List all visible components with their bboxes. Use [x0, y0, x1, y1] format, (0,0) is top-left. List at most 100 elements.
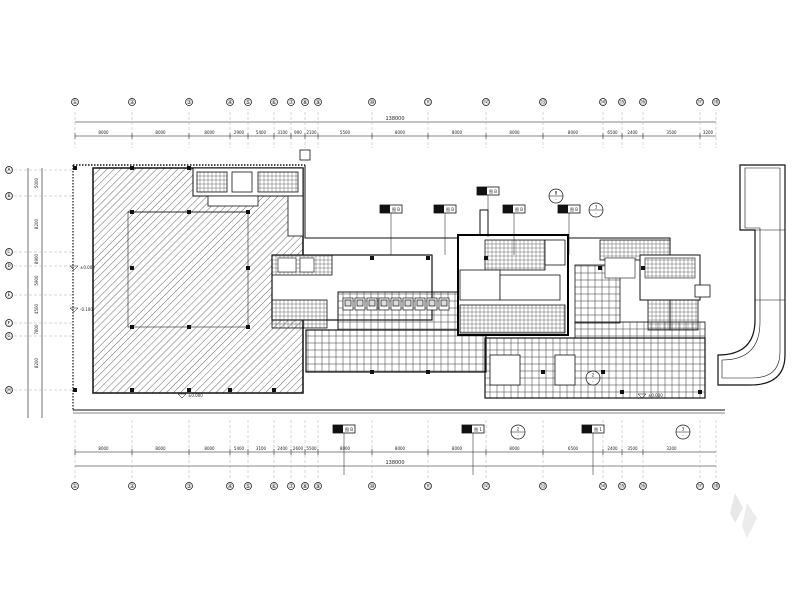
dim-value: 2900 — [234, 130, 245, 135]
dim-value: 8000 — [155, 130, 166, 135]
column — [73, 166, 77, 170]
counter-seat — [416, 299, 424, 307]
tag-text: 图 B — [489, 188, 497, 194]
level-text: ±0.000 — [188, 393, 203, 398]
main-hall — [305, 264, 706, 399]
axis-bubble-left — [5, 192, 13, 200]
core-block — [457, 234, 569, 336]
axis-bubble-bottom — [128, 482, 136, 490]
axis-bubble-top — [287, 98, 295, 106]
west-wing — [92, 167, 304, 394]
axis-bubble-left — [5, 319, 13, 327]
column — [598, 266, 602, 270]
dim-value: 2400 — [607, 446, 618, 451]
column — [130, 325, 134, 329]
tag-box-fill — [333, 425, 343, 433]
column — [246, 266, 250, 270]
axis-bubble-left — [5, 386, 13, 394]
axis-label-left: Ⓐ — [6, 166, 12, 174]
level-text: ±0.000 — [80, 265, 95, 270]
axis-bubble-bottom — [639, 482, 647, 490]
dim-value-left: 8200 — [34, 218, 39, 229]
dim-value: 5500 — [340, 130, 351, 135]
axis-label-bottom: ⑬ — [540, 482, 546, 490]
column — [187, 325, 191, 329]
tag-box-fill — [558, 205, 568, 213]
level-text: ±0.000 — [648, 393, 663, 398]
axis-bubble-left — [5, 262, 13, 270]
axis-label-top: ⑨ — [315, 99, 320, 106]
counter-seat — [392, 299, 400, 307]
tag-text: 图 B — [392, 206, 400, 212]
axis-bubble-left — [5, 248, 13, 256]
tag-box-fill — [477, 187, 487, 195]
axis-label-top: ⑦ — [288, 99, 294, 106]
level-marker — [177, 393, 187, 399]
axis-label-top: ① — [72, 99, 77, 106]
column — [130, 266, 134, 270]
axis-bubble-bottom — [368, 482, 376, 490]
column — [130, 388, 134, 392]
axis-label-top: ⑥ — [271, 99, 276, 106]
column — [187, 210, 191, 214]
dim-value: 8000 — [452, 130, 463, 135]
axis-bubble-bottom — [482, 482, 490, 490]
axis-label-top: ⑭ — [600, 98, 606, 106]
dim-value: 5400 — [256, 130, 267, 135]
axis-bubble-bottom — [301, 482, 309, 490]
column — [130, 210, 134, 214]
axis-label-bottom: ⑩ — [369, 483, 374, 490]
axis-bubble-bottom — [314, 482, 322, 490]
axis-label-top: ⑤ — [245, 99, 250, 106]
axis-bubble-bottom — [71, 482, 79, 490]
column — [228, 388, 232, 392]
axis-bubble-bottom — [539, 482, 547, 490]
dim-value: 8000 — [204, 446, 215, 451]
column — [246, 325, 250, 329]
tag-box-fill — [503, 205, 513, 213]
axis-label-bottom: ⑨ — [315, 483, 320, 490]
axis-bubble-top — [270, 98, 278, 106]
axis-bubble-top — [482, 98, 490, 106]
column — [698, 390, 702, 394]
axis-label-left: Ⓒ — [6, 248, 12, 256]
axis-bubble-bottom — [185, 482, 193, 490]
axis-bubble-bottom — [599, 482, 607, 490]
level-marker — [69, 307, 79, 313]
level-marker — [69, 265, 79, 271]
axis-bubble-top — [71, 98, 79, 106]
axis-label-bottom: ⑮ — [619, 482, 625, 490]
callout-bottom: - — [555, 197, 557, 202]
axis-label-left: Ⓔ — [6, 291, 12, 299]
counter-seat — [380, 299, 388, 307]
column — [426, 256, 430, 260]
column — [130, 166, 134, 170]
axis-label-left: Ⓖ — [6, 332, 12, 340]
dim-value-left: 8900 — [34, 253, 39, 264]
dim-value: 3200 — [666, 446, 677, 451]
dim-value: 3500 — [627, 446, 638, 451]
axis-bubble-top — [301, 98, 309, 106]
axis-label-bottom: ⑰ — [697, 482, 703, 490]
callout-bottom: - — [592, 379, 594, 384]
axis-label-top: ④ — [227, 99, 232, 106]
column — [73, 388, 77, 392]
axis-bubble-top — [599, 98, 607, 106]
axis-label-bottom: ⑪ — [425, 482, 431, 490]
column — [187, 388, 191, 392]
dim-value: 8000 — [395, 130, 406, 135]
axis-label-bottom: ⑱ — [713, 482, 719, 490]
dim-value-left: 7800 — [34, 324, 39, 335]
dim-value: 2400 — [627, 130, 638, 135]
axis-label-bottom: ⑭ — [600, 482, 606, 490]
tag-text: 图 B — [570, 206, 578, 212]
axis-bubble-top — [185, 98, 193, 106]
counter-seat — [368, 299, 376, 307]
dim-value: 6500 — [607, 130, 618, 135]
axis-bubble-top — [424, 98, 432, 106]
column — [272, 388, 276, 392]
axis-label-top: ⑩ — [369, 99, 374, 106]
